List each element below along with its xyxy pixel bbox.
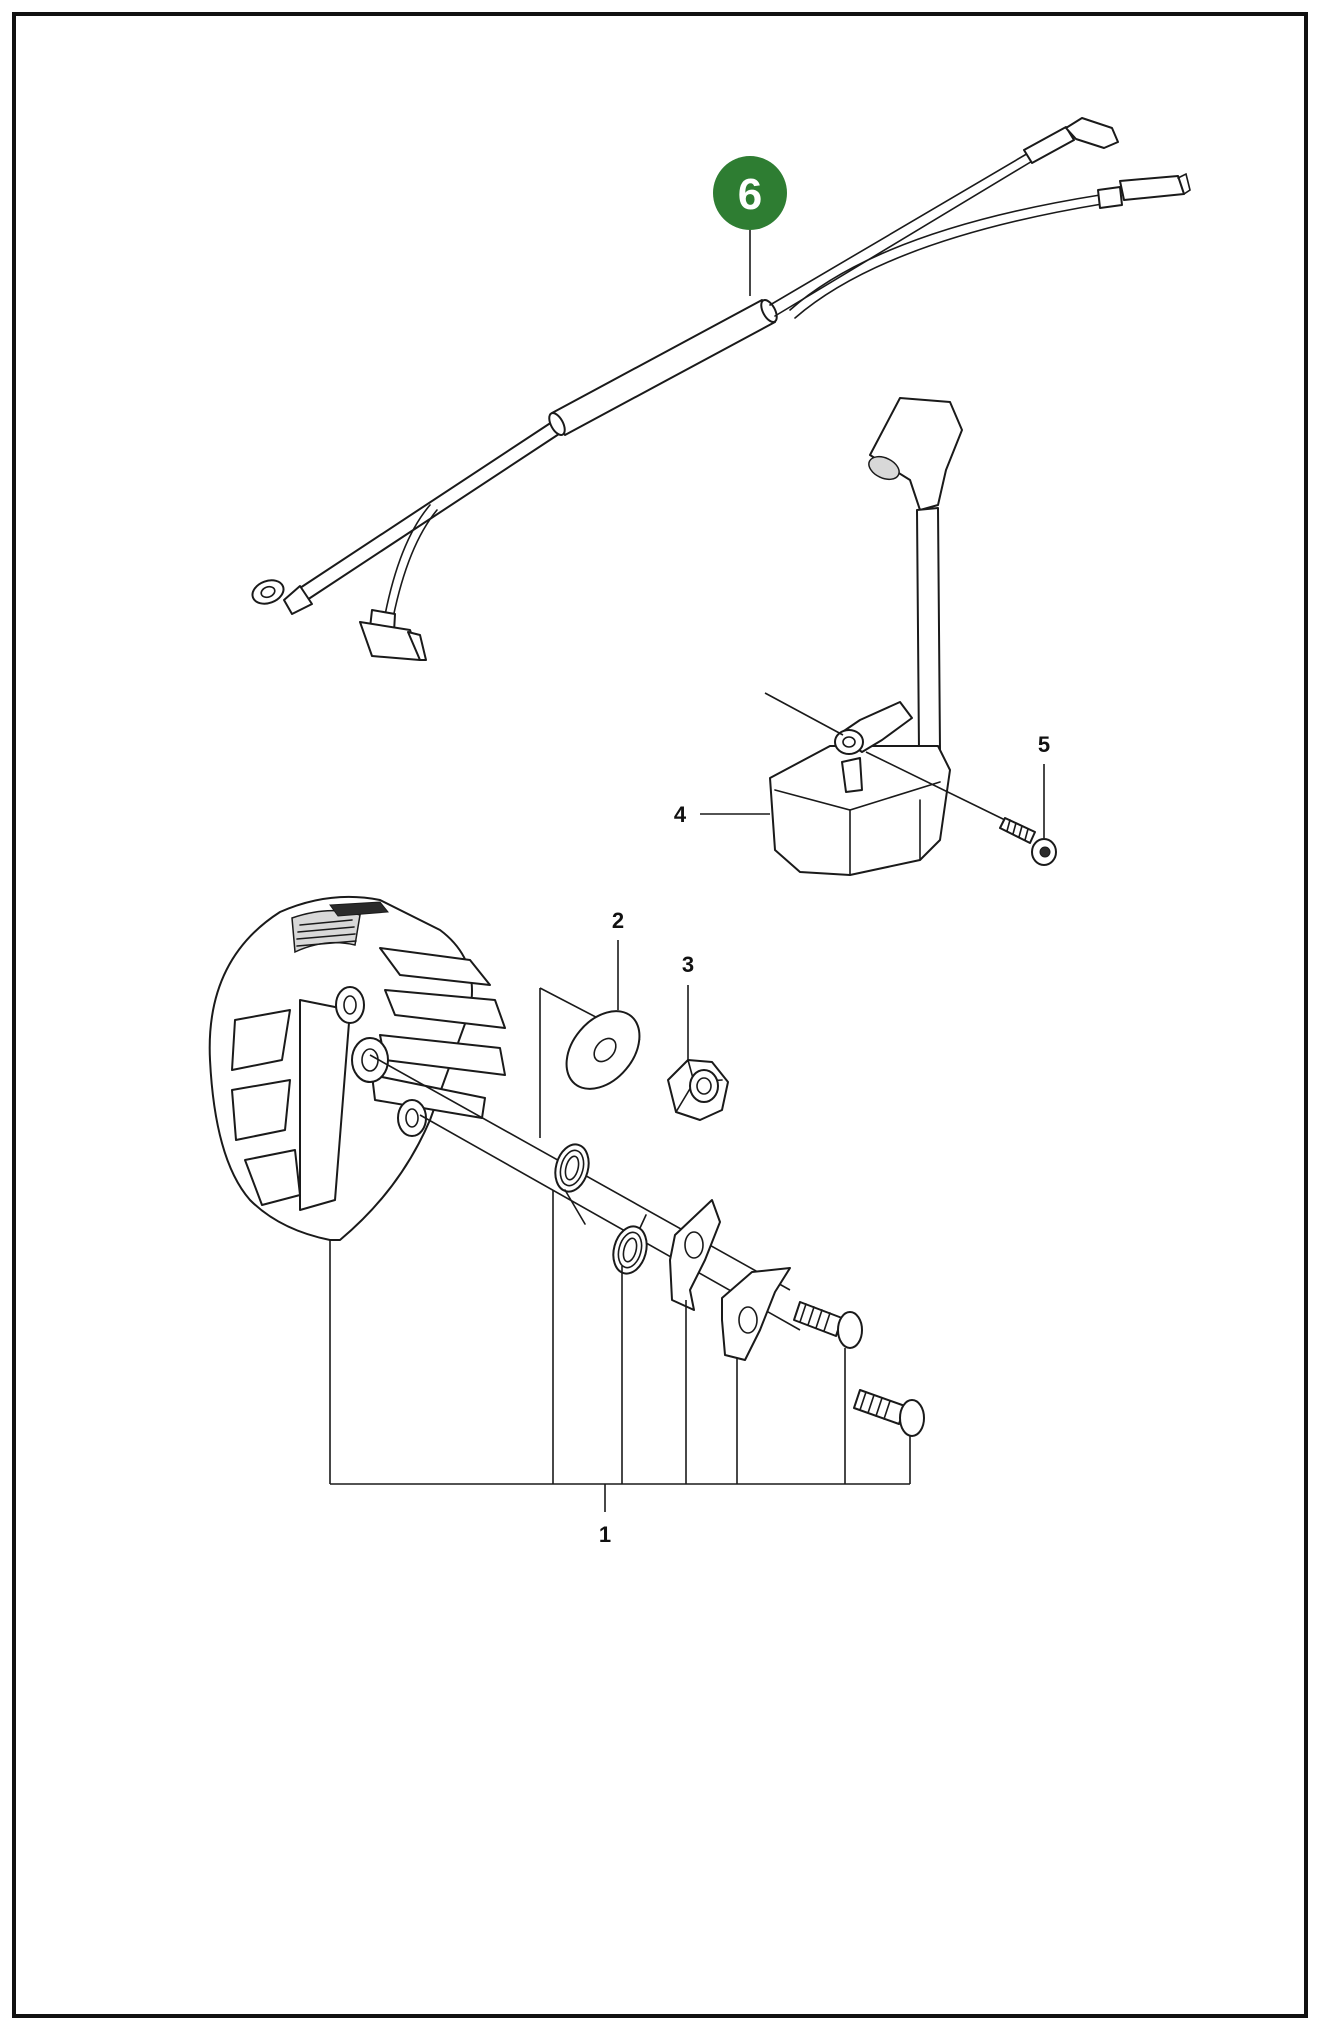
- pawl-lower: [721, 1267, 791, 1361]
- pawl-bolt-lower: [853, 1389, 925, 1437]
- callout-1[interactable]: 1: [599, 1522, 611, 1547]
- pawl-spring-lower: [612, 1214, 648, 1275]
- flywheel: [208, 895, 506, 1241]
- part-6-label: 6: [738, 170, 762, 219]
- washer: [565, 1010, 641, 1090]
- callout-2[interactable]: 2: [612, 908, 624, 1010]
- pawl-upper: [669, 1199, 721, 1311]
- callout-4[interactable]: 4: [674, 802, 770, 827]
- callout-5[interactable]: 5: [1038, 732, 1050, 838]
- nut: [667, 1059, 729, 1121]
- callout-1-label: 1: [599, 1522, 611, 1547]
- callout-4-label: 4: [674, 802, 687, 827]
- pawl-spring-upper: [554, 1143, 590, 1225]
- callout-1-bracket: [329, 1190, 911, 1512]
- callout-3[interactable]: 3: [682, 952, 694, 1062]
- callout-5-label: 5: [1038, 732, 1050, 757]
- coil-screw: [999, 817, 1057, 866]
- ignition-coil: [769, 397, 963, 876]
- callout-3-label: 3: [682, 952, 694, 977]
- pawl-bolt-upper: [793, 1301, 863, 1349]
- callout-2-label: 2: [612, 908, 624, 933]
- wire-harness: [251, 117, 1191, 661]
- part-6-badge[interactable]: 6: [713, 156, 787, 296]
- page-border: [12, 12, 1308, 2018]
